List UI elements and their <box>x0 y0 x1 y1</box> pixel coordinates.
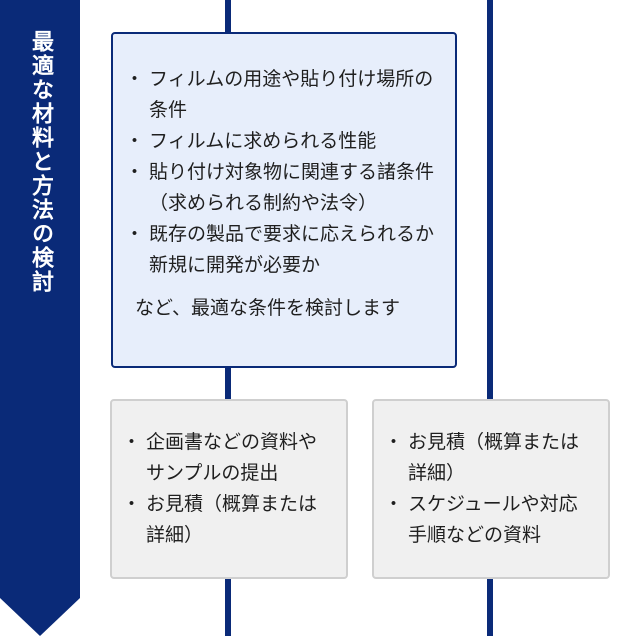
left-output-box: 企画書などの資料やサンプルの提出 お見積（概算または詳細） <box>110 399 348 579</box>
flow-line-right <box>487 0 493 636</box>
right-output-box: お見積（概算または詳細） スケジュールや対応手順などの資料 <box>372 399 610 579</box>
left-item-list: 企画書などの資料やサンプルの提出 お見積（概算または詳細） <box>122 427 332 551</box>
right-item: スケジュールや対応手順などの資料 <box>384 489 594 551</box>
main-extra-line: 新規に開発が必要か <box>149 254 321 276</box>
main-item: フィルムに求められる性能 <box>125 126 439 157</box>
right-item-list: お見積（概算または詳細） スケジュールや対応手順などの資料 <box>384 427 594 551</box>
main-consideration-box: フィルムの用途や貼り付け場所の条件 フィルムに求められる性能 貼り付け対象物に関… <box>111 32 457 368</box>
right-item: お見積（概算または詳細） <box>384 427 594 489</box>
main-closing-text: など、最適な条件を検討します <box>135 297 401 319</box>
main-item-list: フィルムの用途や貼り付け場所の条件 フィルムに求められる性能 貼り付け対象物に関… <box>125 64 439 250</box>
main-item: 貼り付け対象物に関連する諸条件（求められる制約や法令） <box>125 157 439 219</box>
main-item: 既存の製品で要求に応えられるか <box>125 219 439 250</box>
left-item: 企画書などの資料やサンプルの提出 <box>122 427 332 489</box>
banner-arrow-shape <box>0 0 80 636</box>
banner-label: 最適な材料と方法の検討 <box>28 30 53 294</box>
main-item: フィルムの用途や貼り付け場所の条件 <box>125 64 439 126</box>
step-banner: 最適な材料と方法の検討 <box>0 0 80 636</box>
left-item: お見積（概算または詳細） <box>122 489 332 551</box>
